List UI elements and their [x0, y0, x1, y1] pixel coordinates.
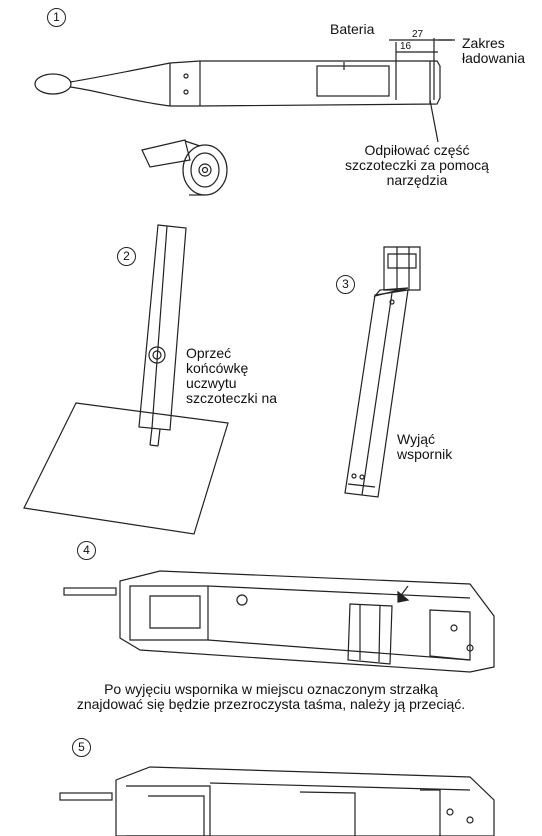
step-1-number: 1	[47, 8, 66, 27]
opened-brush-body-step5	[59, 766, 495, 836]
battery-label: Bateria	[330, 21, 375, 37]
lean-tip-instruction: Oprzeć końcówkę uczwytu szczoteczki na	[186, 345, 278, 406]
toothbrush-side-view	[34, 38, 455, 143]
brush-base-end-view	[141, 139, 228, 196]
tape-cut-instruction: Po wyjęciu wspornika w miejscu oznaczony…	[76, 681, 466, 712]
bracket-removal	[344, 246, 421, 498]
dimension-27: 27	[412, 29, 424, 40]
step-2-number: 2	[117, 247, 136, 266]
remove-bracket-instruction: Wyjąć wspornik	[397, 431, 453, 462]
charging-range-label: Zakres ładowania	[462, 35, 526, 66]
opened-brush-body-step4	[63, 570, 495, 673]
file-off-instruction: Odpiłować część szczoteczki za pomocą na…	[345, 142, 489, 188]
handle-on-paper	[23, 224, 229, 535]
dimension-16: 16	[400, 41, 412, 52]
step-4-number: 4	[77, 541, 96, 560]
step-3-number: 3	[336, 275, 355, 294]
step-5-number: 5	[72, 738, 91, 757]
